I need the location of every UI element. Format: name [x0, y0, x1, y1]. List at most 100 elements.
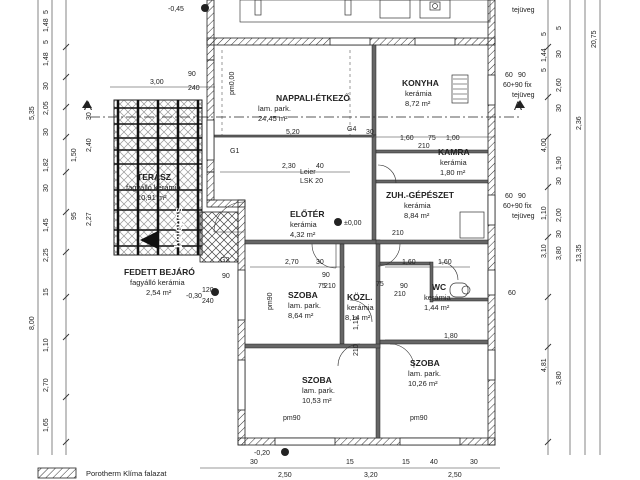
fixtures: [254, 0, 485, 298]
dimension-label: 1,60: [400, 135, 414, 142]
dims-right: 5 1,44 5 30 2,60 30 4,00 1,90 30 2,00 1,…: [541, 26, 598, 385]
dimension-label: 2,60: [556, 78, 563, 92]
room-area: 8,64 m²: [288, 311, 314, 320]
terrace-pergola: [113, 99, 239, 263]
dimension-label: 30: [556, 230, 563, 238]
dimension-label: 30: [250, 459, 258, 466]
dimension-label: 15: [346, 459, 354, 466]
dimension-label: 2,70: [285, 259, 299, 266]
dimension-label: 13,35: [576, 244, 583, 262]
dimension-label: 90: [400, 283, 408, 290]
room-floor: lam. park.: [302, 386, 335, 395]
dimension-label: 1,82: [43, 158, 50, 172]
level-bottom: -0,20: [254, 450, 270, 457]
room-floor: lam. park.: [258, 104, 291, 113]
room-terasz: TERASZ fagyálló kerámia 10,91 m²: [126, 172, 181, 202]
room-area: 1,80 m²: [440, 168, 466, 177]
label-fix-1: 60+90 fix: [503, 82, 532, 89]
room-name: FEDETT BEJÁRÓ: [124, 266, 195, 277]
dimension-label: 5,35: [29, 106, 36, 120]
dimension-label: 240: [188, 85, 200, 92]
dimension-label: 5: [43, 10, 50, 14]
room-area: 1,44 m²: [424, 303, 450, 312]
dimension-label: 3,10: [541, 244, 548, 258]
dimension-label: 60: [505, 72, 513, 79]
room-name: TERASZ: [137, 172, 171, 182]
door-swings: [213, 164, 459, 369]
section-mark-right: A: [514, 99, 522, 113]
label-lsk: LSK 20: [300, 178, 323, 185]
room-floor: kerámia: [424, 293, 452, 302]
label-tejuveg-3: tejüveg: [512, 213, 535, 220]
dimension-label: 1,44: [541, 48, 548, 62]
section-arrow-left: [82, 100, 92, 108]
label-pm90-c: pm90: [410, 415, 428, 422]
dimension-label: 1,10: [43, 338, 50, 352]
room-floor: kerámia: [405, 89, 433, 98]
dimension-label: 3,20: [364, 472, 378, 479]
dimension-label: 4,81: [541, 358, 548, 372]
dimension-label: 1,65: [43, 418, 50, 432]
dimension-label: 1,00: [446, 135, 460, 142]
dimension-label: 2,05: [43, 101, 50, 115]
dimension-label: 30: [43, 128, 50, 136]
dimension-label: 210: [324, 283, 336, 290]
dimension-label: 2,50: [278, 472, 292, 479]
room-area: 10,53 m²: [302, 396, 332, 405]
dimension-label: 2,30: [282, 163, 296, 170]
dimension-label: 2,70: [43, 378, 50, 392]
dimension-label: 1,10: [353, 316, 360, 330]
dimension-label: 90: [188, 71, 196, 78]
dimension-label: 30: [316, 259, 324, 266]
dimension-label: 75: [376, 281, 384, 288]
dimension-label: 4,00: [541, 138, 548, 152]
dimension-ticks: [62, 43, 552, 446]
label-tejuveg-1: tejüveg: [512, 7, 535, 14]
legend-swatch: [37, 467, 77, 479]
room-nappali: NAPPALI-ÉTKEZŐ lam. park. 24,45 m²: [258, 92, 350, 123]
room-szoba-3: SZOBA lam. park. 10,26 m²: [408, 358, 441, 388]
level-top: -0,45: [168, 6, 184, 13]
dimension-label: 120: [202, 287, 214, 294]
interior-walls: [213, 44, 489, 439]
dimension-label: 30: [556, 50, 563, 58]
dimension-label: 2,40: [86, 138, 93, 152]
entry-arrow-icon: [140, 231, 158, 249]
dimension-label: 30: [470, 459, 478, 466]
dimension-label: 1,10: [541, 206, 548, 220]
label-tejuveg-2: tejüveg: [512, 92, 535, 99]
dimension-label: 5: [541, 32, 548, 36]
room-area: 8,84 m²: [404, 211, 430, 220]
room-area: 4,32 m²: [290, 230, 316, 239]
label-belepes: belépés: [173, 207, 185, 248]
dimension-label: 2,36: [576, 116, 583, 130]
label-pm90-b: pm90: [283, 415, 301, 422]
dimension-label: 30: [366, 129, 374, 136]
dimension-label: 90: [222, 273, 230, 280]
dimension-label: 2,25: [43, 248, 50, 262]
room-floor: kerámia: [440, 158, 468, 167]
dimension-label: 1,50: [71, 148, 78, 162]
dimension-label: 40: [316, 163, 324, 170]
label-g1: G1: [230, 148, 239, 155]
room-eloter: ELŐTÉR kerámia 4,32 m²: [290, 208, 324, 239]
dims-interior: 3,00 90 240 5,20 30 1,60 75 1,00 2,30 40…: [150, 71, 526, 356]
room-name: WC: [432, 282, 446, 292]
dimension-label: 5: [556, 26, 563, 30]
room-floor: lam. park.: [408, 369, 441, 378]
dimension-label: 30: [86, 112, 93, 120]
dims-bottom: 2,50 3,20 2,50 30 30 15 15 40: [250, 459, 478, 479]
room-name: ELŐTÉR: [290, 208, 324, 219]
dimension-label: 5,20: [286, 129, 300, 136]
room-szoba-2: SZOBA lam. park. 10,53 m²: [302, 375, 335, 405]
dimension-label: 2,00: [556, 208, 563, 222]
room-name: KONYHA: [402, 78, 439, 88]
label-pm90-a: pm90: [267, 292, 274, 310]
room-area: 10,26 m²: [408, 379, 438, 388]
label-pm00: pm0,00: [229, 72, 236, 95]
room-floor: fagyálló kerámia: [130, 278, 185, 287]
dimension-label: 240: [202, 298, 214, 305]
dimension-label: 1,60: [438, 259, 452, 266]
dimension-label: 1,48: [43, 18, 50, 32]
